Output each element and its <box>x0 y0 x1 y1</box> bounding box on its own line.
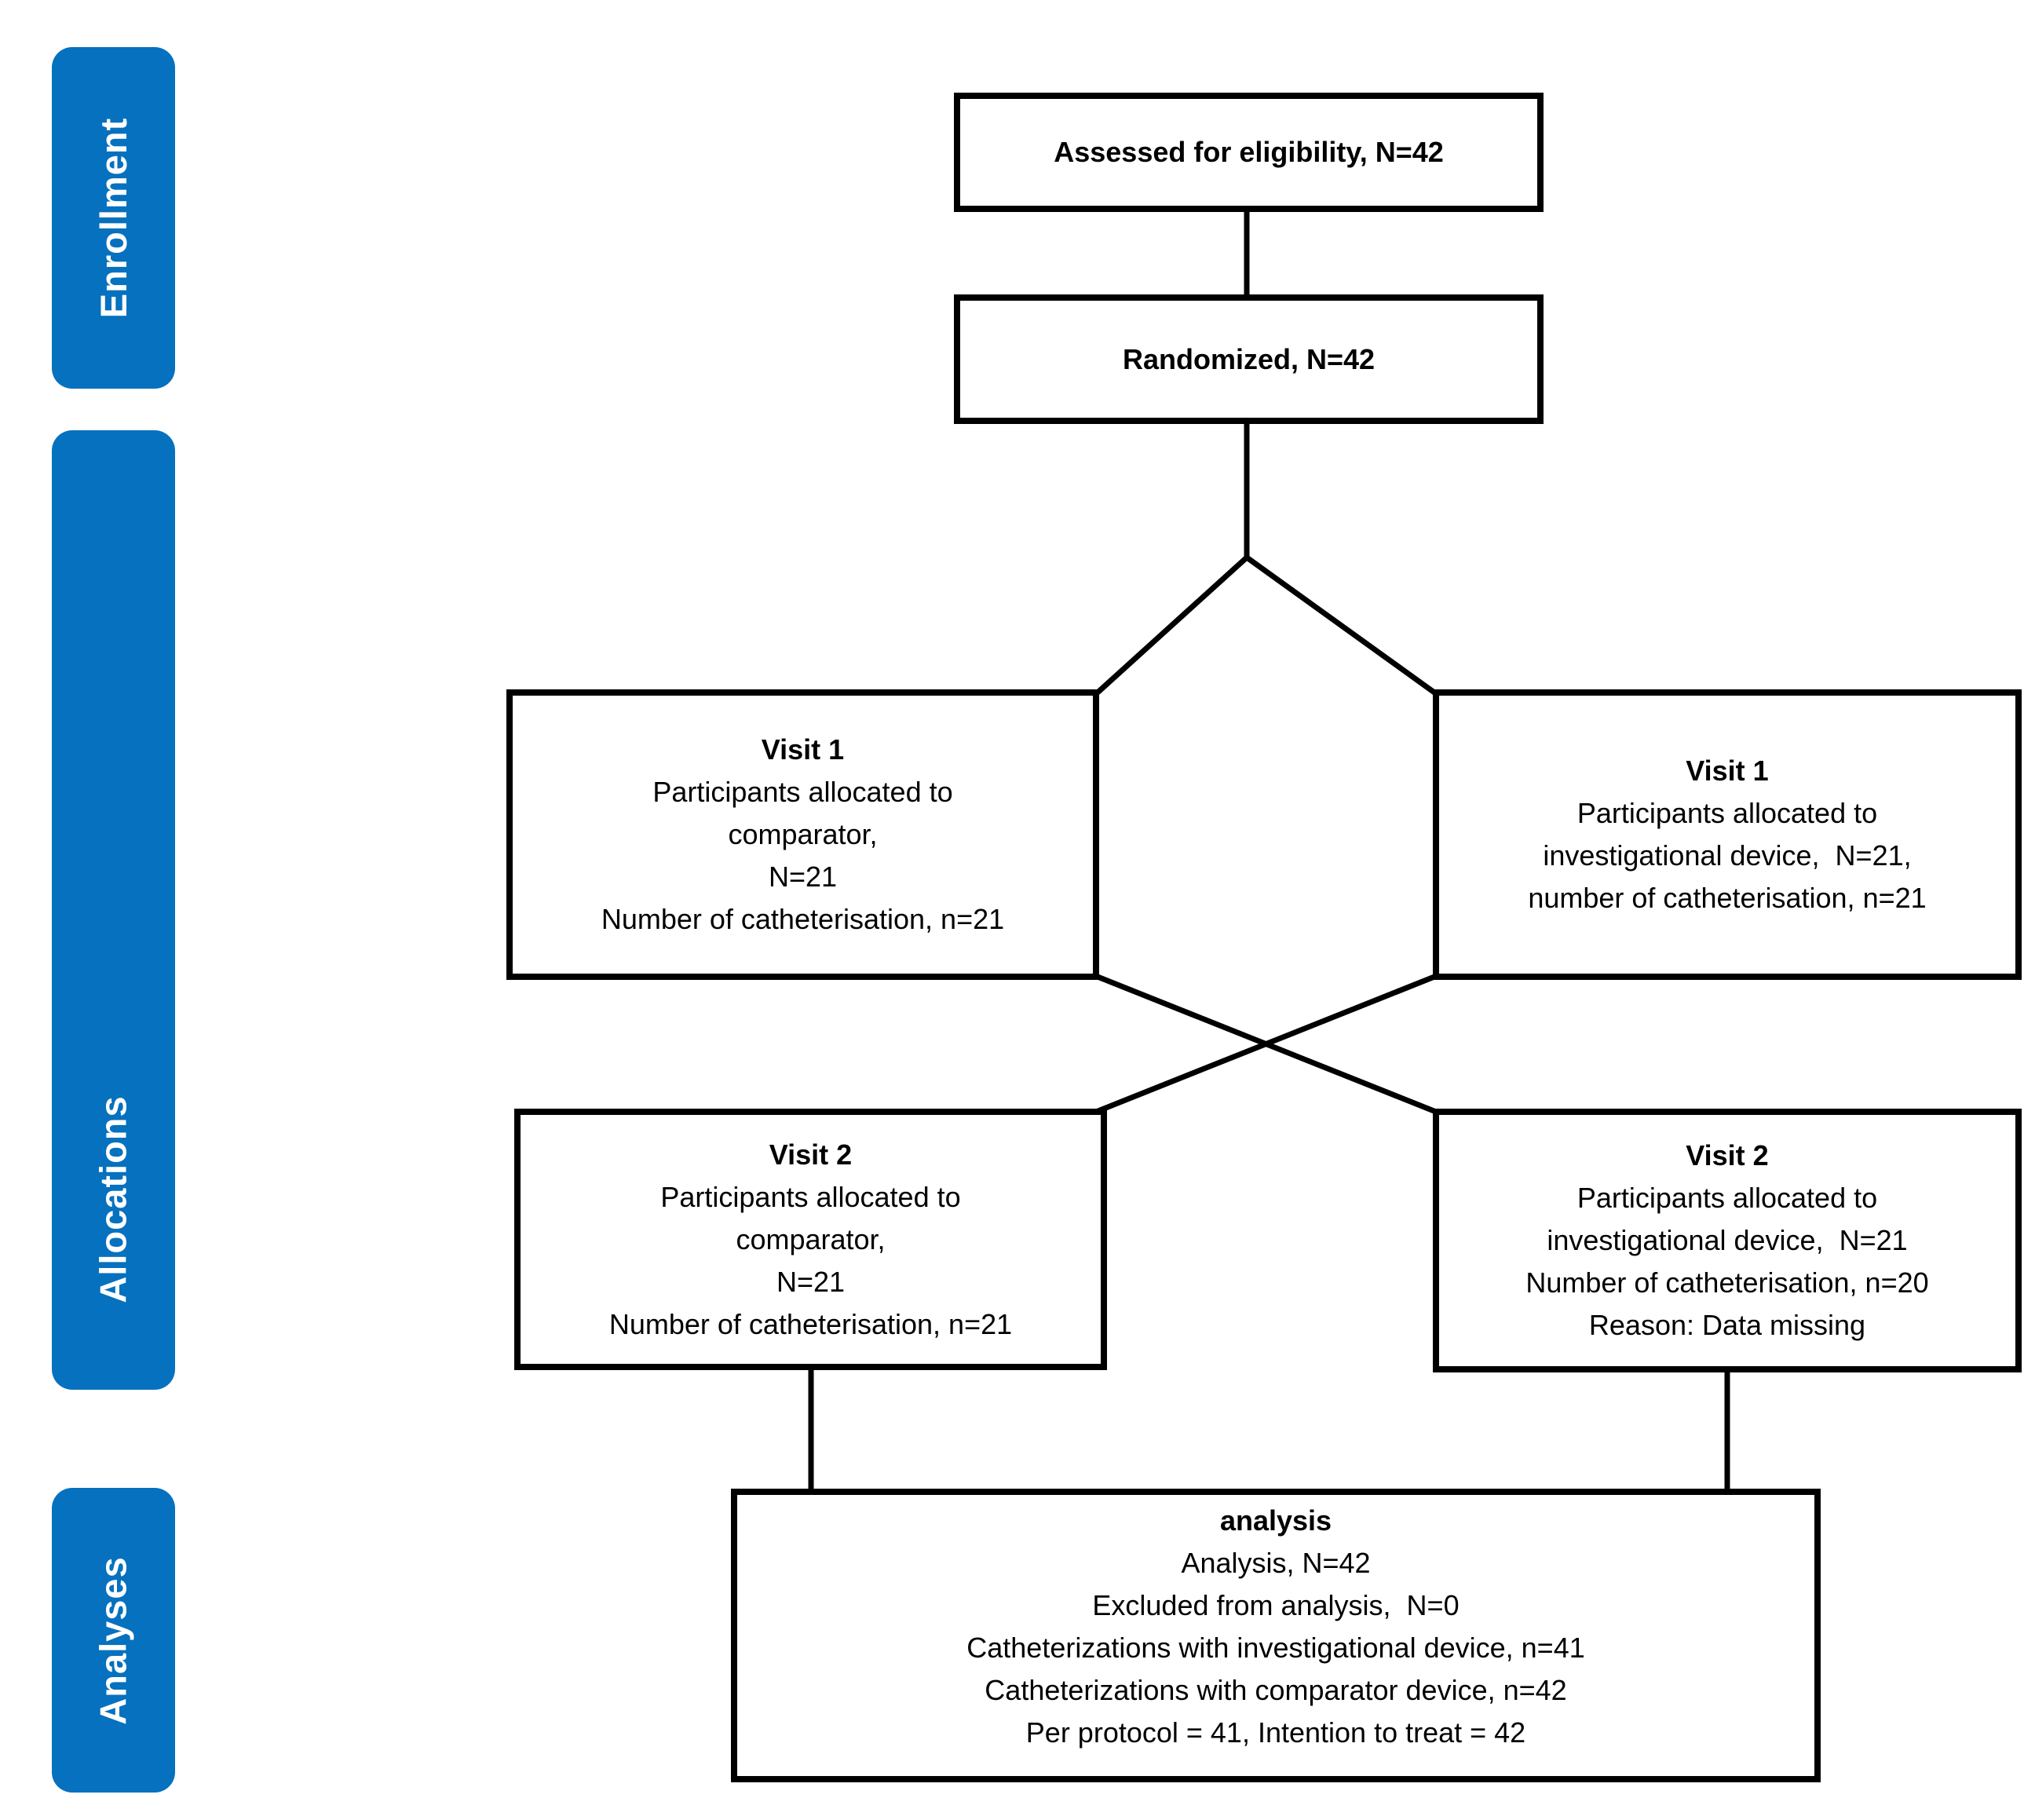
visit1-investigational-line: number of catheterisation, n=21 <box>1528 882 1927 914</box>
assessed-text: Assessed for eligibility, N=42 <box>1054 136 1444 168</box>
visit2-comparator-line: N=21 <box>776 1265 846 1298</box>
analysis-line: Catheterizations with investigational de… <box>966 1632 1585 1664</box>
randomized-text: Randomized, N=42 <box>1122 342 1376 375</box>
visit2-investigational-title: Visit 2 <box>1686 1139 1769 1171</box>
visit1-comparator-line: comparator, <box>728 818 878 850</box>
visit1-comparator-title: Visit 1 <box>761 733 845 766</box>
analysis-line: Catheterizations with comparator device,… <box>985 1674 1567 1706</box>
visit2-comparator-title: Visit 2 <box>769 1138 853 1171</box>
analysis-line: Excluded from analysis, N=0 <box>1092 1589 1460 1621</box>
analysis-line: Analysis, N=42 <box>1181 1547 1371 1579</box>
visit2-investigational-box: Visit 2 Participants allocated to invest… <box>1433 1109 2022 1372</box>
visit2-investigational-line: investigational device, N=21 <box>1547 1224 1908 1256</box>
phase-bar-analyses: Analyses <box>52 1488 175 1793</box>
assessed-box: Assessed for eligibility, N=42 <box>954 93 1544 212</box>
analysis-title: analysis <box>1219 1504 1332 1537</box>
visit1-comparator-line: N=21 <box>768 861 838 893</box>
phase-label-enrollment: Enrollment <box>93 117 134 318</box>
connector-branch-right <box>1244 555 1437 695</box>
visit2-comparator-line: Number of catheterisation, n=21 <box>608 1307 1013 1340</box>
visit2-comparator-line: Participants allocated to <box>660 1180 961 1213</box>
analysis-line: Per protocol = 41, Intention to treat = … <box>1025 1716 1526 1749</box>
visit1-investigational-box: Visit 1 Participants allocated to invest… <box>1433 689 2022 980</box>
visit2-investigational-line: Number of catheterisation, n=20 <box>1525 1266 1929 1299</box>
analysis-box: analysis Analysis, N=42 Excluded from an… <box>731 1489 1821 1782</box>
connector-branch-left <box>1095 555 1249 695</box>
phase-bar-enrollment: Enrollment <box>52 47 175 389</box>
visit2-comparator-box: Visit 2 Participants allocated to compar… <box>514 1109 1107 1370</box>
connector-cross-right-to-left <box>1094 974 1436 1115</box>
visit2-comparator-line: comparator, <box>736 1222 886 1255</box>
visit2-investigational-line: Reason: Data missing <box>1588 1309 1866 1341</box>
visit1-investigational-title: Visit 1 <box>1686 755 1769 787</box>
phase-label-allocations: Allocations <box>93 1095 135 1303</box>
visit1-comparator-line: Participants allocated to <box>652 776 953 808</box>
visit1-comparator-box: Visit 1 Participants allocated to compar… <box>506 689 1099 980</box>
visit1-comparator-line: Number of catheterisation, n=21 <box>601 903 1005 935</box>
visit2-investigational-line: Participants allocated to <box>1576 1182 1878 1214</box>
visit1-investigational-line: investigational device, N=21, <box>1543 839 1912 872</box>
phase-label-analyses: Analyses <box>93 1555 134 1725</box>
visit1-investigational-line: Participants allocated to <box>1576 797 1878 829</box>
randomized-box: Randomized, N=42 <box>954 294 1544 424</box>
phase-bar-allocations: Allocations <box>52 430 175 1390</box>
